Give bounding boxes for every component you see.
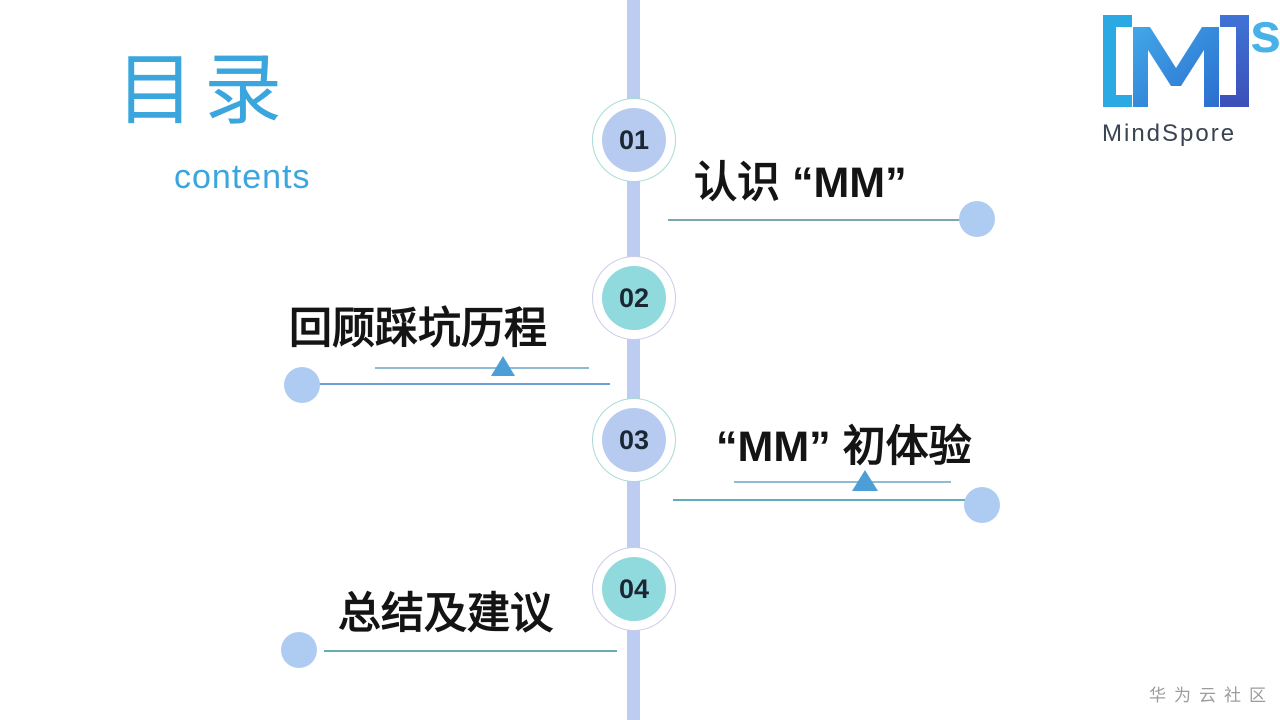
toc-item-4-dot — [281, 632, 317, 668]
timeline-node-03: 03 — [592, 398, 676, 482]
toc-item-3-label: “MM” 初体验 — [716, 423, 972, 471]
logo-bracket-left-icon — [1103, 15, 1132, 107]
toc-item-3-triangle-icon — [852, 470, 878, 491]
timeline-node-02: 02 — [592, 256, 676, 340]
toc-item-2-label: 回顾踩坑历程 — [289, 305, 547, 353]
node-02-number: 02 — [618, 282, 650, 313]
mindspore-logo-mark: s — [1103, 1, 1280, 107]
toc-item-3-dot — [964, 487, 1000, 523]
toc-item-4-label: 总结及建议 — [338, 590, 553, 638]
toc-item-2-underline-lower — [311, 383, 610, 385]
node-01-number: 01 — [618, 124, 650, 155]
page-title: 目录 — [116, 46, 293, 134]
page-subtitle: contents — [174, 158, 311, 196]
node-01-badge: 01 — [602, 108, 666, 172]
node-02-badge: 02 — [602, 266, 666, 330]
timeline-node-01: 01 — [592, 98, 676, 182]
toc-item-1-dot — [959, 201, 995, 237]
mindspore-logo: s MindSpore — [1100, 1, 1280, 158]
toc-item-1-underline — [668, 219, 961, 221]
logo-superscript-s: s — [1250, 8, 1280, 64]
toc-item-2-underline-upper — [375, 367, 589, 369]
logo-bracket-right-icon — [1220, 15, 1249, 107]
footer-watermark: 华为云社区 — [1149, 686, 1274, 705]
toc-item-4-underline — [324, 650, 617, 652]
toc-item-1-label: 认识 “MM” — [694, 159, 907, 207]
logo-letter-m-icon — [1133, 27, 1219, 107]
node-03-number: 03 — [618, 424, 650, 455]
node-03-badge: 03 — [602, 408, 666, 472]
node-04-badge: 04 — [602, 557, 666, 621]
node-04-number: 04 — [618, 573, 650, 604]
timeline-node-04: 04 — [592, 547, 676, 631]
toc-item-2-dot — [284, 367, 320, 403]
toc-item-3-underline-lower — [673, 499, 965, 501]
toc-item-3-underline-upper — [734, 481, 951, 483]
toc-item-2-triangle-icon — [491, 356, 515, 376]
mindspore-wordmark: MindSpore — [1102, 120, 1237, 147]
